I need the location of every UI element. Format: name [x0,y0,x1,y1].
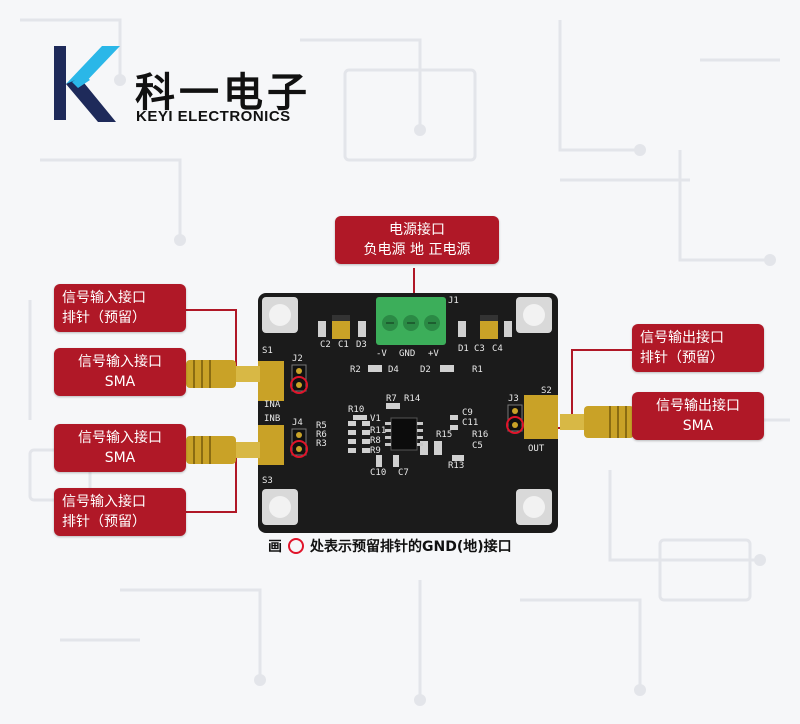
silk-d3: D3 [356,340,367,350]
sma-connector-out [560,406,634,438]
silk-r6: R6 [316,430,327,440]
callout-power: 电源接口 负电源 地 正电源 [335,216,499,264]
silk-neg-v: -V [376,349,387,359]
silk-r10: R10 [348,405,364,415]
silk-d2: D2 [420,365,431,375]
brand-name-en: KEYI ELECTRONICS [136,108,291,125]
sma-connector-ina [186,360,260,388]
silk-r1: R1 [472,365,483,375]
sma-connector-inb [186,436,260,464]
silk-r11: R11 [370,426,386,436]
callout-input-b-sma: 信号输入接口 SMA [54,424,186,472]
silk-c5: C5 [472,441,483,451]
silk-c2: C2 [320,340,331,350]
callout-output-sma: 信号输出接口 SMA [632,392,764,440]
legend-text: 处表示预留排针的GND(地)接口 [310,539,512,555]
silk-r13: R13 [448,461,464,471]
silk-s2: S2 [541,386,552,396]
silk-r16: R16 [472,430,488,440]
silk-j3: J3 [508,394,519,404]
red-circle-icon [288,538,304,554]
silk-r9: R9 [370,446,381,456]
silk-c10: C10 [370,468,386,478]
silk-r3: R3 [316,439,327,449]
silk-j2: J2 [292,354,303,364]
pcb-board: S1 S3 S2 J2 J4 J3 J1 INA INB OUT -V GND … [258,293,558,533]
silk-c3: C3 [474,344,485,354]
silk-j4: J4 [292,418,303,428]
gnd-legend: 画 处表示预留排针的GND(地)接口 [268,536,512,556]
silk-v1: V1 [370,414,381,424]
silk-r2: R2 [350,365,361,375]
silk-s1: S1 [262,346,273,356]
silk-j1: J1 [448,296,459,306]
silk-c7: C7 [398,468,409,478]
silk-inb: INB [264,414,280,424]
silk-ina: INA [264,400,281,410]
keyi-logo-icon [54,46,120,122]
silk-r5: R5 [316,421,327,431]
callout-input-a-header: 信号输入接口 排针（预留） [54,284,186,332]
legend-prefix: 画 [268,539,282,555]
silk-d4: D4 [388,365,399,375]
silk-d1: D1 [458,344,469,354]
silk-out: OUT [528,444,545,454]
silk-s3: S3 [262,476,273,486]
callout-input-a-sma: 信号输入接口 SMA [54,348,186,396]
callout-output-header: 信号输出接口 排针（预留） [632,324,764,372]
brand-name-cn: 科一电子 [135,70,311,116]
silk-r7: R7 [386,394,397,404]
silk-c9: C9 [462,408,473,418]
silk-c4: C4 [492,344,503,354]
silk-pos-v: +V [428,349,439,359]
silk-gnd: GND [399,349,415,359]
silk-r15: R15 [436,430,452,440]
silk-c1: C1 [338,340,349,350]
callout-input-b-header: 信号输入接口 排针（预留） [54,488,186,536]
silk-r14: R14 [404,394,420,404]
silk-c11: C11 [462,418,478,428]
silk-r8: R8 [370,436,381,446]
